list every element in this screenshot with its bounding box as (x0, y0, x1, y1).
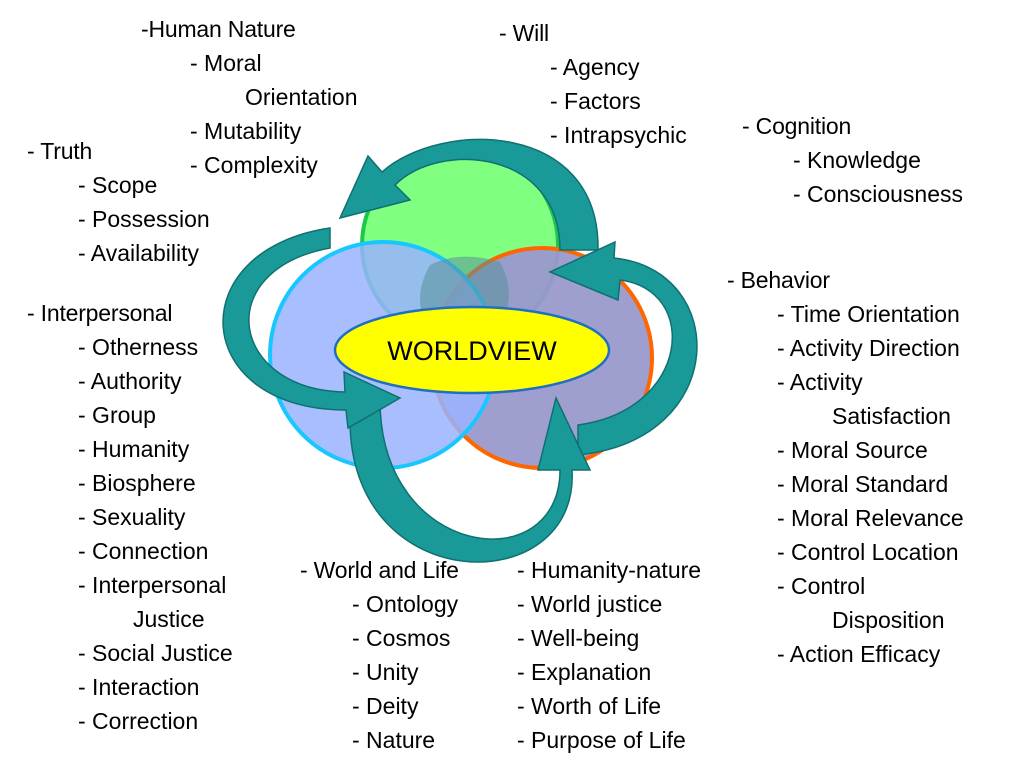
list-item: - World justice (517, 591, 663, 617)
world-and-life-list: - Ontology - Cosmos - Unity - Deity - Na… (352, 587, 459, 757)
world-and-life-block: - World and Life - Ontology - Cosmos - U… (300, 553, 459, 757)
list-item: - Social Justice (78, 640, 233, 666)
human-nature-heading: -Human Nature (141, 16, 296, 42)
list-item: - Possession (78, 206, 210, 232)
will-title: Will (512, 20, 549, 46)
interpersonal-heading: - Interpersonal (27, 300, 173, 326)
will-block: - Will - Agency - Factors - Intrapsychic (499, 16, 687, 152)
interpersonal-block: - Interpersonal - Otherness - Authority … (27, 296, 233, 738)
cognition-title: Cognition (755, 113, 852, 139)
arrow-bottom (349, 395, 592, 563)
will-heading: - Will (499, 20, 549, 46)
world-and-life-title: World and Life (313, 557, 459, 583)
truth-heading: - Truth (27, 138, 93, 164)
truth-block: - Truth - Scope - Possession - Availabil… (27, 134, 210, 270)
list-item: - Cosmos (352, 625, 451, 651)
list-item: - Interaction (78, 674, 200, 700)
arrow-top (338, 138, 599, 251)
list-item: - Humanity (78, 436, 190, 462)
list-item: - Ontology (352, 591, 459, 617)
list-item: - Moral Source (777, 437, 928, 463)
list-item: - Agency (550, 54, 640, 80)
list-item: - Authority (78, 368, 182, 394)
list-item: - Time Orientation (777, 301, 960, 327)
list-item: - Activity Direction (777, 335, 960, 361)
list-item: - Intrapsychic (550, 122, 687, 148)
cognition-list: - Knowledge - Consciousness (793, 143, 963, 211)
cycle-arrows (222, 138, 698, 563)
list-item: - Moral Relevance (777, 505, 964, 531)
list-item: - Connection (78, 538, 209, 564)
list-item: - Control Location (777, 539, 959, 565)
will-list: - Agency - Factors - Intrapsychic (550, 50, 687, 152)
behavior-heading: - Behavior (727, 267, 830, 293)
cognition-heading: - Cognition (742, 113, 852, 139)
behavior-block: - Behavior - Time Orientation - Activity… (727, 263, 964, 671)
list-item: - Purpose of Life (517, 727, 686, 753)
list-item: - Unity (352, 659, 419, 685)
behavior-title: Behavior (740, 267, 830, 293)
list-item: - Otherness (78, 334, 199, 360)
list-item: - Worth of Life (517, 693, 662, 719)
arrow-right (548, 240, 698, 456)
list-item: - Mutability (190, 118, 302, 144)
list-item: - Group (78, 402, 156, 428)
list-item: - Well-being (517, 625, 640, 651)
list-item: - Complexity (190, 152, 318, 178)
behavior-list: - Time Orientation - Activity Direction … (777, 297, 964, 671)
list-item: - Biosphere (78, 470, 196, 496)
list-item: - Availability (78, 240, 200, 266)
worldview-label: WORLDVIEW (387, 336, 557, 366)
worldview-oval (333, 305, 611, 395)
list-item: - Factors (550, 88, 641, 114)
list-item: - Knowledge (793, 147, 921, 173)
human-nature-title: Human Nature (148, 16, 296, 42)
world-and-life-block-col2: - Humanity-nature - World justice - Well… (517, 553, 701, 757)
list-item: - Deity (352, 693, 419, 719)
list-item: - Consciousness (793, 181, 964, 207)
list-item: - Sexuality (78, 504, 186, 530)
world-and-life-list-col2: - Humanity-nature - World justice - Well… (517, 553, 701, 757)
list-item: - Scope (78, 172, 158, 198)
list-item: - Action Efficacy (777, 641, 941, 667)
interpersonal-list: - Otherness - Authority - Group - Humani… (78, 330, 233, 738)
arrow-left (222, 227, 402, 430)
list-item: - Explanation (517, 659, 652, 685)
list-item: - Correction (78, 708, 199, 734)
cognition-block: - Cognition - Knowledge - Consciousness (742, 109, 963, 211)
list-item: - Moral Standard (777, 471, 949, 497)
world-and-life-heading: - World and Life (300, 557, 459, 583)
list-item: - Nature (352, 727, 436, 753)
list-item: - Humanity-nature (517, 557, 702, 583)
truth-title: Truth (40, 138, 93, 164)
interpersonal-title: Interpersonal (40, 300, 173, 326)
truth-list: - Scope - Possession - Availability (78, 168, 210, 270)
